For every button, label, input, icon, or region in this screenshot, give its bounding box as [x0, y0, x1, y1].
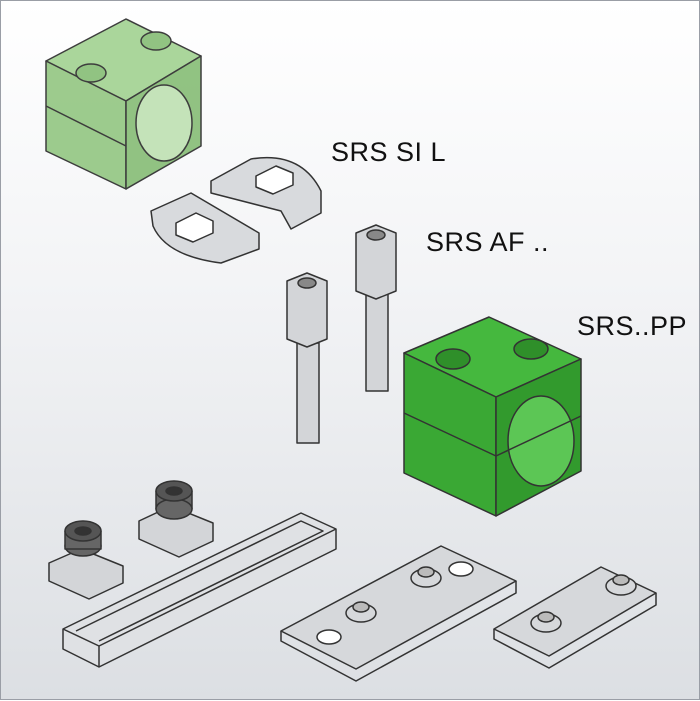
standoff-bolt-right	[355, 224, 397, 392]
spacer-plate-upper	[210, 156, 322, 230]
mounting-rail	[62, 512, 337, 668]
standoff-bolt-left	[286, 272, 328, 444]
light-green-clamp-block	[45, 18, 202, 190]
dark-green-clamp-block	[403, 316, 582, 517]
label-clamp-block: SRS..PP	[577, 311, 688, 341]
t-nut-right	[138, 480, 214, 558]
mounting-plate-right	[493, 566, 657, 669]
spacer-plate-lower	[150, 192, 260, 264]
label-bolts: SRS AF ..	[426, 227, 550, 257]
t-nut-left	[48, 520, 124, 600]
label-spacer-plates: SRS SI L	[331, 137, 447, 167]
mounting-plate-left	[280, 545, 517, 682]
